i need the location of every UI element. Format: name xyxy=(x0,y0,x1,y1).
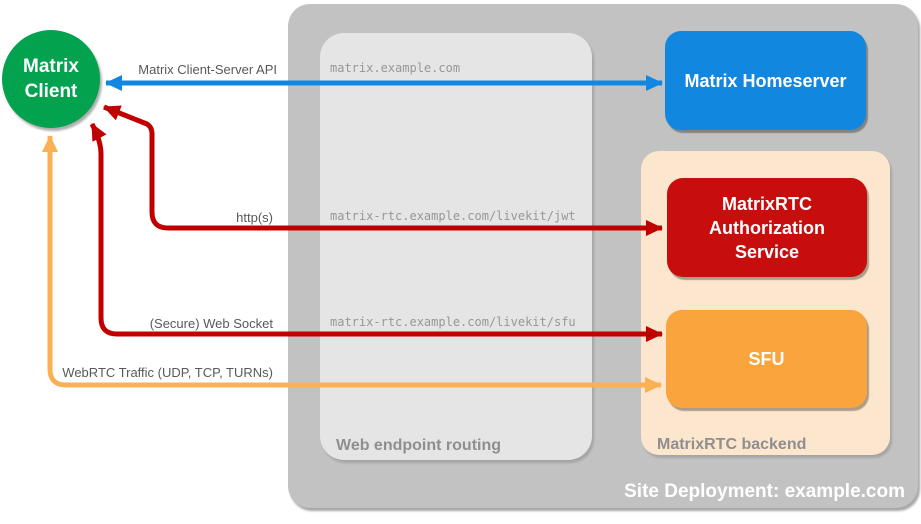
matrixrtc-auth-service-node: MatrixRTC Authorization Service xyxy=(667,178,867,277)
client-server-api-label: Matrix Client-Server API xyxy=(138,62,277,77)
sfu-node: SFU xyxy=(666,310,867,408)
websocket-label: (Secure) Web Socket xyxy=(149,316,273,331)
matrix-client-label: Matrix Client xyxy=(23,56,79,102)
livekit-sfu-endpoint-url: matrix-rtc.example.com/livekit/sfu xyxy=(330,315,576,329)
matrixrtc-backend-label: MatrixRTC backend xyxy=(657,436,807,453)
site-deployment-label: Site Deployment: example.com xyxy=(624,481,905,502)
matrix-endpoint-url: matrix.example.com xyxy=(330,61,461,75)
https-label: http(s) xyxy=(236,210,273,225)
matrixrtc-auth-service-label: MatrixRTC Authorization Service xyxy=(709,193,825,262)
matrix-homeserver-node: Matrix Homeserver xyxy=(665,31,866,130)
webrtc-traffic-label: WebRTC Traffic (UDP, TCP, TURNs) xyxy=(62,365,273,380)
matrix-homeserver-label: Matrix Homeserver xyxy=(684,70,847,91)
web-endpoint-routing-panel xyxy=(320,33,592,460)
matrix-client-node: Matrix Client xyxy=(2,30,100,128)
web-endpoint-routing-label: Web endpoint routing xyxy=(336,437,502,454)
sfu-label: SFU xyxy=(748,349,785,369)
livekit-jwt-endpoint-url: matrix-rtc.example.com/livekit/jwt xyxy=(330,209,576,223)
